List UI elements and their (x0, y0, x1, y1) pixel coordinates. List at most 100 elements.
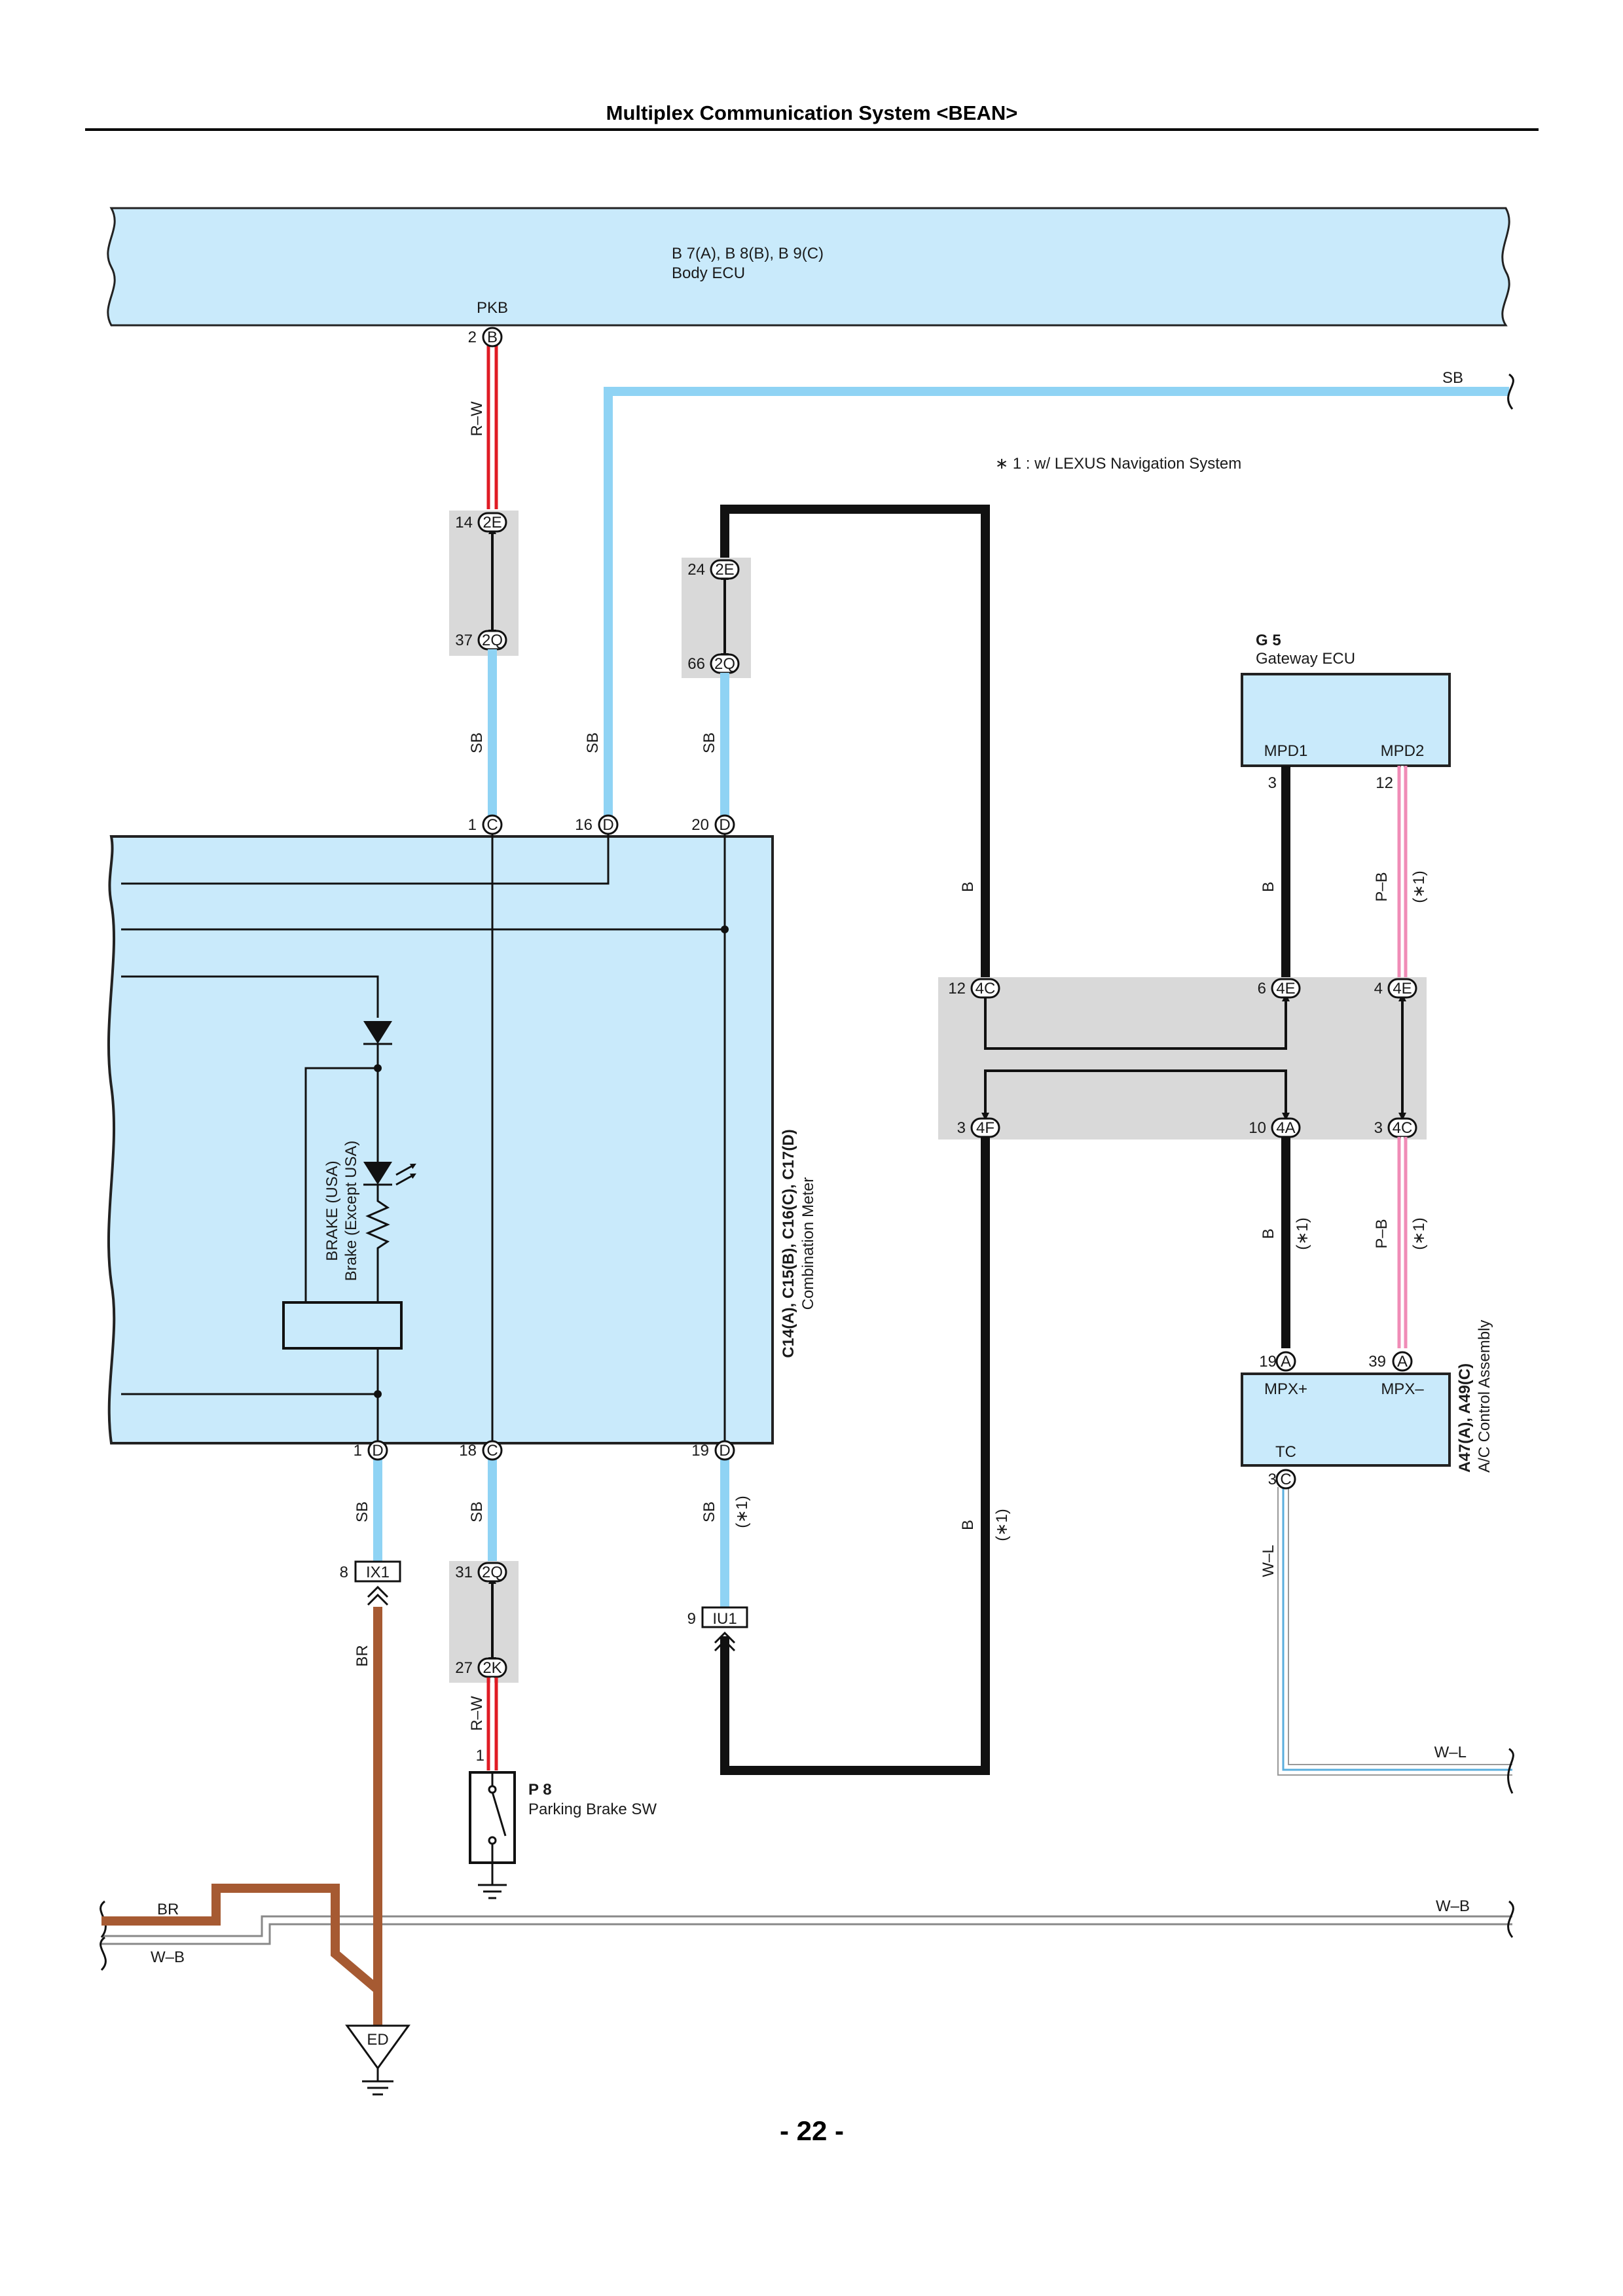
meter-top-pin-20-num: 20 (691, 816, 709, 834)
body-ecu-name: Body ECU (672, 264, 745, 282)
body-ecu-code: B 7(A), B 8(B), B 9(C) (672, 245, 824, 262)
meter-top-pin-16-conn: D (602, 816, 613, 834)
wire-label-rw-bottom: R–W (468, 1696, 486, 1731)
meter-lamp-label-except-usa: Brake (Except USA) (342, 1141, 360, 1282)
j3-pin-1-conn: 2Q (482, 1564, 503, 1581)
gateway-pin-mpd2-label: MPD2 (1381, 742, 1425, 760)
gateway-ecu: G 5 Gateway ECU MPD1 MPD2 3 12 (1241, 632, 1451, 792)
iu1-label: IU1 (712, 1610, 737, 1628)
ac-pin-mpx-minus-conn: A (1397, 1353, 1408, 1371)
body-ecu: B 7(A), B 8(B), B 9(C) Body ECU PKB (107, 207, 1510, 327)
wire-label-star-pb-top: (∗1) (1410, 870, 1428, 903)
meter-top-pin-1-num: 1 (468, 816, 477, 834)
j4-top-1-num: 12 (948, 980, 966, 997)
ac-pin-mpx-minus-label: MPX– (1381, 1380, 1424, 1398)
wire-rw-top (486, 346, 498, 509)
meter-bottom-pin-1-terminal (367, 1440, 388, 1461)
meter-bottom-pin-18-num: 18 (459, 1442, 477, 1460)
j3-pin-1-num: 31 (455, 1564, 473, 1581)
j3-pin-1-terminal (477, 1562, 507, 1583)
j1-pin-2-conn: 2Q (482, 632, 503, 649)
body-ecu-pin-conn: B (487, 329, 498, 346)
gateway-pin-mpd1-num: 3 (1268, 774, 1277, 792)
meter-top-pin-1-conn: C (486, 816, 498, 834)
wire-wl-tc (1277, 1487, 1512, 1776)
j4-top-3-terminal (1387, 978, 1417, 999)
parking-brake-sw: 1 P 8 Parking Brake SW (469, 1747, 657, 1899)
j4-top-3-num: 4 (1374, 980, 1383, 997)
page-number: - 22 - (780, 2115, 844, 2146)
wire-label-b-lower: B (959, 1520, 977, 1530)
wire-label-b-mpd1: B (1260, 882, 1277, 892)
wire-b-4f-iu1 (720, 1137, 990, 1775)
combination-meter-name: Combination Meter (799, 1177, 817, 1310)
body-ecu-pin-num: 2 (468, 329, 477, 346)
wire-rw-bottom (486, 1677, 498, 1770)
iu1-arrow-icon (714, 1631, 736, 1652)
wire-label-star-b-mpx: (∗1) (1294, 1217, 1311, 1249)
j1-pin-2-num: 37 (455, 632, 473, 649)
j4-bottom-1-conn: 4F (976, 1119, 994, 1137)
j4-top-1-conn: 4C (976, 980, 996, 997)
gateway-ecu-code: G 5 (1256, 632, 1281, 649)
wire-label-star-sb: (∗1) (733, 1496, 751, 1528)
ac-pin-mpx-plus-terminal (1275, 1351, 1296, 1372)
wire-label-rw-top: R–W (468, 401, 486, 437)
j2-pin-2-conn: 2Q (714, 655, 735, 673)
navigation-note: ∗ 1 : w/ LEXUS Navigation System (995, 455, 1241, 473)
iu1-connector (701, 1606, 748, 1628)
meter-bottom-pin-19-terminal (714, 1440, 735, 1461)
meter-top-pin-16-terminal (598, 814, 619, 835)
combination-meter: BRAKE (USA) Brake (Except USA) C14(A), C… (107, 828, 817, 1444)
junction-j4 (938, 977, 1427, 1139)
meter-top-pin-1-terminal (482, 814, 503, 835)
meter-bottom-pin-18-conn: C (486, 1442, 498, 1460)
wire-label-star-pb-lower: (∗1) (1410, 1217, 1428, 1249)
ground-label: ED (367, 2031, 388, 2049)
wire-label-wb-left: W–B (151, 1948, 185, 1966)
ac-pin-mpx-plus-num: 19 (1259, 1353, 1277, 1371)
ac-pin-tc-label: TC (1275, 1443, 1296, 1461)
wire-br-left (101, 1884, 382, 2037)
ix1-arrow-icon (367, 1585, 389, 1606)
ac-pin-mpx-plus-conn: A (1281, 1353, 1291, 1371)
wire-label-wl-vertical: W–L (1260, 1545, 1277, 1577)
parking-brake-name: Parking Brake SW (528, 1801, 657, 1818)
j2-pin-1-conn: 2E (715, 561, 734, 579)
parking-brake-pin: 1 (476, 1747, 484, 1765)
wire-wb-bus (101, 1915, 1512, 1945)
wire-label-sb-4: SB (354, 1501, 371, 1522)
wire-label-star-b-lower: (∗1) (993, 1509, 1011, 1541)
j1-pin-1-conn: 2E (483, 514, 501, 531)
meter-bottom-pin-18-terminal (482, 1440, 503, 1461)
meter-bottom-pin-1-conn: D (372, 1442, 383, 1460)
body-ecu-pin-label: PKB (477, 299, 508, 317)
wire-b-j2-4c (720, 505, 990, 988)
wire-label-br-left: BR (157, 1901, 179, 1918)
ac-pin-tc-terminal (1275, 1469, 1296, 1490)
j4-bottom-2-num: 10 (1249, 1119, 1266, 1137)
j4-bottom-2-conn: 4A (1276, 1119, 1295, 1137)
wire-pb-mpd2-top (1397, 766, 1408, 988)
j3-pin-2-num: 27 (455, 1659, 473, 1677)
ac-control-code: A47(A), A49(C) (1456, 1363, 1474, 1473)
ac-pin-mpx-minus-terminal (1392, 1351, 1413, 1372)
wire-label-br-vertical: BR (354, 1645, 371, 1666)
wire-break-mark-wl (1507, 1748, 1514, 1794)
ix1-num: 8 (340, 1564, 348, 1581)
ix1-label: IX1 (366, 1564, 390, 1581)
meter-top-pin-16-num: 16 (575, 816, 593, 834)
j1-pin-1-num: 14 (455, 514, 473, 531)
wire-label-sb-2: SB (584, 732, 602, 753)
wire-break-mark-sb (1507, 373, 1514, 410)
wire-label-wl-horizontal: W–L (1434, 1744, 1467, 1761)
wire-label-pb-lower: P–B (1373, 1219, 1391, 1248)
page-title: Multiplex Communication System <BEAN> (606, 101, 1018, 124)
meter-top-pin-20-terminal (714, 814, 735, 835)
j4-bottom-1-num: 3 (957, 1119, 966, 1137)
ac-pin-tc-conn: C (1280, 1471, 1291, 1488)
parking-brake-code: P 8 (528, 1781, 552, 1799)
wire-label-sb-3: SB (701, 732, 718, 753)
j4-top-2-terminal (1271, 978, 1301, 999)
